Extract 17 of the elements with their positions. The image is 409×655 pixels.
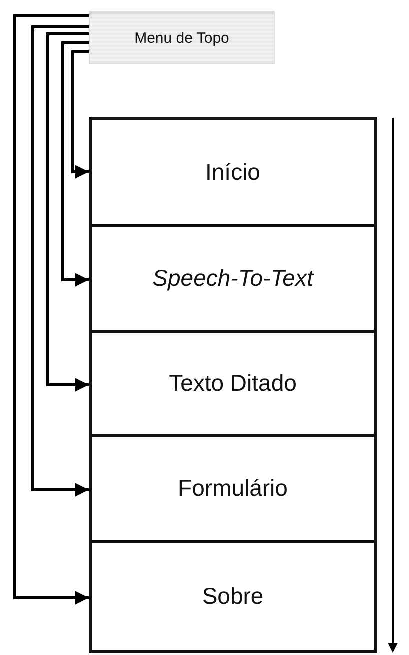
menu-box bbox=[89, 11, 275, 64]
arrow bbox=[72, 50, 89, 179]
arrow bbox=[14, 14, 89, 605]
page-box bbox=[89, 543, 377, 653]
page-box bbox=[89, 333, 377, 437]
arrow bbox=[46, 32, 89, 392]
page-box bbox=[89, 227, 377, 333]
page-label: Sobre bbox=[202, 583, 264, 610]
page-label: Início bbox=[206, 158, 260, 186]
page-box bbox=[89, 437, 377, 543]
page-label: Speech-To-Text bbox=[152, 265, 314, 292]
page-label: Formulário bbox=[178, 475, 288, 502]
page-box bbox=[89, 117, 377, 227]
arrow bbox=[62, 42, 89, 287]
menu-label: Menu de Topo bbox=[134, 30, 230, 47]
arrow bbox=[32, 26, 89, 497]
page-label: Texto Ditado bbox=[169, 370, 297, 397]
